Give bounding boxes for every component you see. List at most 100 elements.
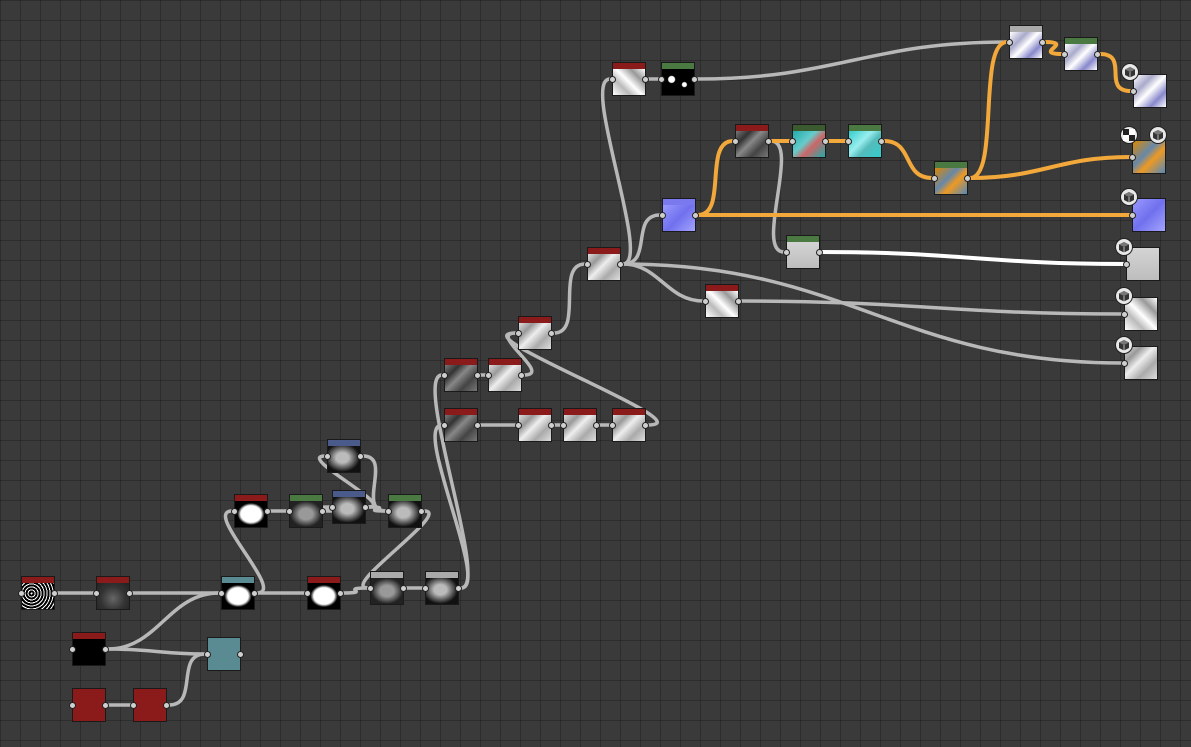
blend-node[interactable] <box>204 637 244 671</box>
output-port[interactable] <box>548 330 555 337</box>
input-port[interactable] <box>783 249 790 256</box>
height-node[interactable] <box>783 235 823 269</box>
output-port[interactable] <box>337 590 344 597</box>
input-port[interactable] <box>702 298 709 305</box>
input-port[interactable] <box>324 453 331 460</box>
swirl-node-mid[interactable] <box>702 284 742 318</box>
input-port[interactable] <box>1129 212 1136 219</box>
blend-node-b[interactable] <box>367 571 407 605</box>
input-port[interactable] <box>422 585 429 592</box>
input-port[interactable] <box>584 261 591 268</box>
output-port[interactable] <box>102 702 109 709</box>
input-port[interactable] <box>1121 360 1128 367</box>
output-port[interactable] <box>1039 39 1046 46</box>
transform-node-b[interactable] <box>324 439 364 473</box>
cube-icon[interactable] <box>1115 336 1133 354</box>
output-port[interactable] <box>692 212 699 219</box>
input-port[interactable] <box>485 372 492 379</box>
output-normal[interactable] <box>1129 198 1166 232</box>
output-port[interactable] <box>264 508 271 515</box>
mask-node[interactable] <box>218 576 258 610</box>
ao-node-top-2[interactable] <box>1061 37 1101 71</box>
input-port[interactable] <box>515 422 522 429</box>
output-port[interactable] <box>163 702 170 709</box>
input-port[interactable] <box>304 590 311 597</box>
input-port[interactable] <box>69 646 76 653</box>
transform-node-a[interactable] <box>329 490 369 524</box>
output-port[interactable] <box>548 422 555 429</box>
output-port[interactable] <box>642 422 649 429</box>
warp-node-f[interactable] <box>584 247 624 281</box>
input-port[interactable] <box>732 138 739 145</box>
output-port[interactable] <box>878 138 885 145</box>
levels-node-a[interactable] <box>231 494 271 528</box>
ao-node-top[interactable] <box>1006 25 1046 59</box>
output-port[interactable] <box>474 422 481 429</box>
output-port[interactable] <box>102 646 109 653</box>
output-roughness[interactable] <box>1121 297 1158 331</box>
output-port[interactable] <box>357 453 364 460</box>
output-port[interactable] <box>816 249 823 256</box>
output-port[interactable] <box>455 585 462 592</box>
output-port[interactable] <box>237 651 244 658</box>
input-port[interactable] <box>931 175 938 182</box>
noise-node[interactable] <box>18 576 58 610</box>
uniform-color-node-2[interactable] <box>130 688 170 722</box>
cube-icon[interactable] <box>1121 63 1139 81</box>
cube-icon[interactable] <box>1115 287 1133 305</box>
input-port[interactable] <box>367 585 374 592</box>
output-port[interactable] <box>51 590 58 597</box>
warp-node-b[interactable] <box>515 408 555 442</box>
warp-node-d[interactable] <box>609 408 649 442</box>
color-node-orange[interactable] <box>931 161 971 195</box>
gradient-node-b[interactable] <box>385 494 425 528</box>
warp-node-c[interactable] <box>560 408 600 442</box>
output-port[interactable] <box>418 508 425 515</box>
output-height[interactable] <box>1123 247 1160 281</box>
input-port[interactable] <box>609 76 616 83</box>
input-port[interactable] <box>1121 311 1128 318</box>
input-port[interactable] <box>204 651 211 658</box>
output-port[interactable] <box>642 76 649 83</box>
cube-icon[interactable] <box>1120 188 1138 206</box>
output-port[interactable] <box>518 372 525 379</box>
output-port[interactable] <box>593 422 600 429</box>
tile-node-b[interactable] <box>441 408 481 442</box>
checker-icon[interactable] <box>1120 126 1138 144</box>
input-port[interactable] <box>231 508 238 515</box>
cube-icon[interactable] <box>1115 238 1133 256</box>
shape-node[interactable] <box>69 632 109 666</box>
uniform-color-node-1[interactable] <box>69 688 109 722</box>
color-node-cyan[interactable] <box>845 124 885 158</box>
color-node-teal[interactable] <box>789 124 829 158</box>
cube-icon[interactable] <box>1149 126 1167 144</box>
levels-node-b[interactable] <box>304 576 344 610</box>
warp-node-a[interactable] <box>485 358 525 392</box>
crack-node[interactable] <box>658 62 698 96</box>
output-albedo[interactable] <box>1129 140 1166 174</box>
output-port[interactable] <box>251 590 258 597</box>
output-ao[interactable] <box>1121 346 1158 380</box>
input-port[interactable] <box>659 212 666 219</box>
input-port[interactable] <box>845 138 852 145</box>
output-port[interactable] <box>474 372 481 379</box>
blend-node-c[interactable] <box>422 571 462 605</box>
input-port[interactable] <box>130 702 137 709</box>
blur-node[interactable] <box>93 576 133 610</box>
output-port[interactable] <box>1094 51 1101 58</box>
output-port[interactable] <box>964 175 971 182</box>
output-port[interactable] <box>691 76 698 83</box>
input-port[interactable] <box>329 504 336 511</box>
output-basecolor[interactable] <box>1130 74 1167 108</box>
input-port[interactable] <box>218 590 225 597</box>
gradient-node-a[interactable] <box>286 494 326 528</box>
input-port[interactable] <box>1061 51 1068 58</box>
output-port[interactable] <box>617 261 624 268</box>
input-port[interactable] <box>385 508 392 515</box>
input-port[interactable] <box>69 702 76 709</box>
warp-node-e[interactable] <box>515 316 555 350</box>
input-port[interactable] <box>286 508 293 515</box>
input-port[interactable] <box>560 422 567 429</box>
input-port[interactable] <box>789 138 796 145</box>
